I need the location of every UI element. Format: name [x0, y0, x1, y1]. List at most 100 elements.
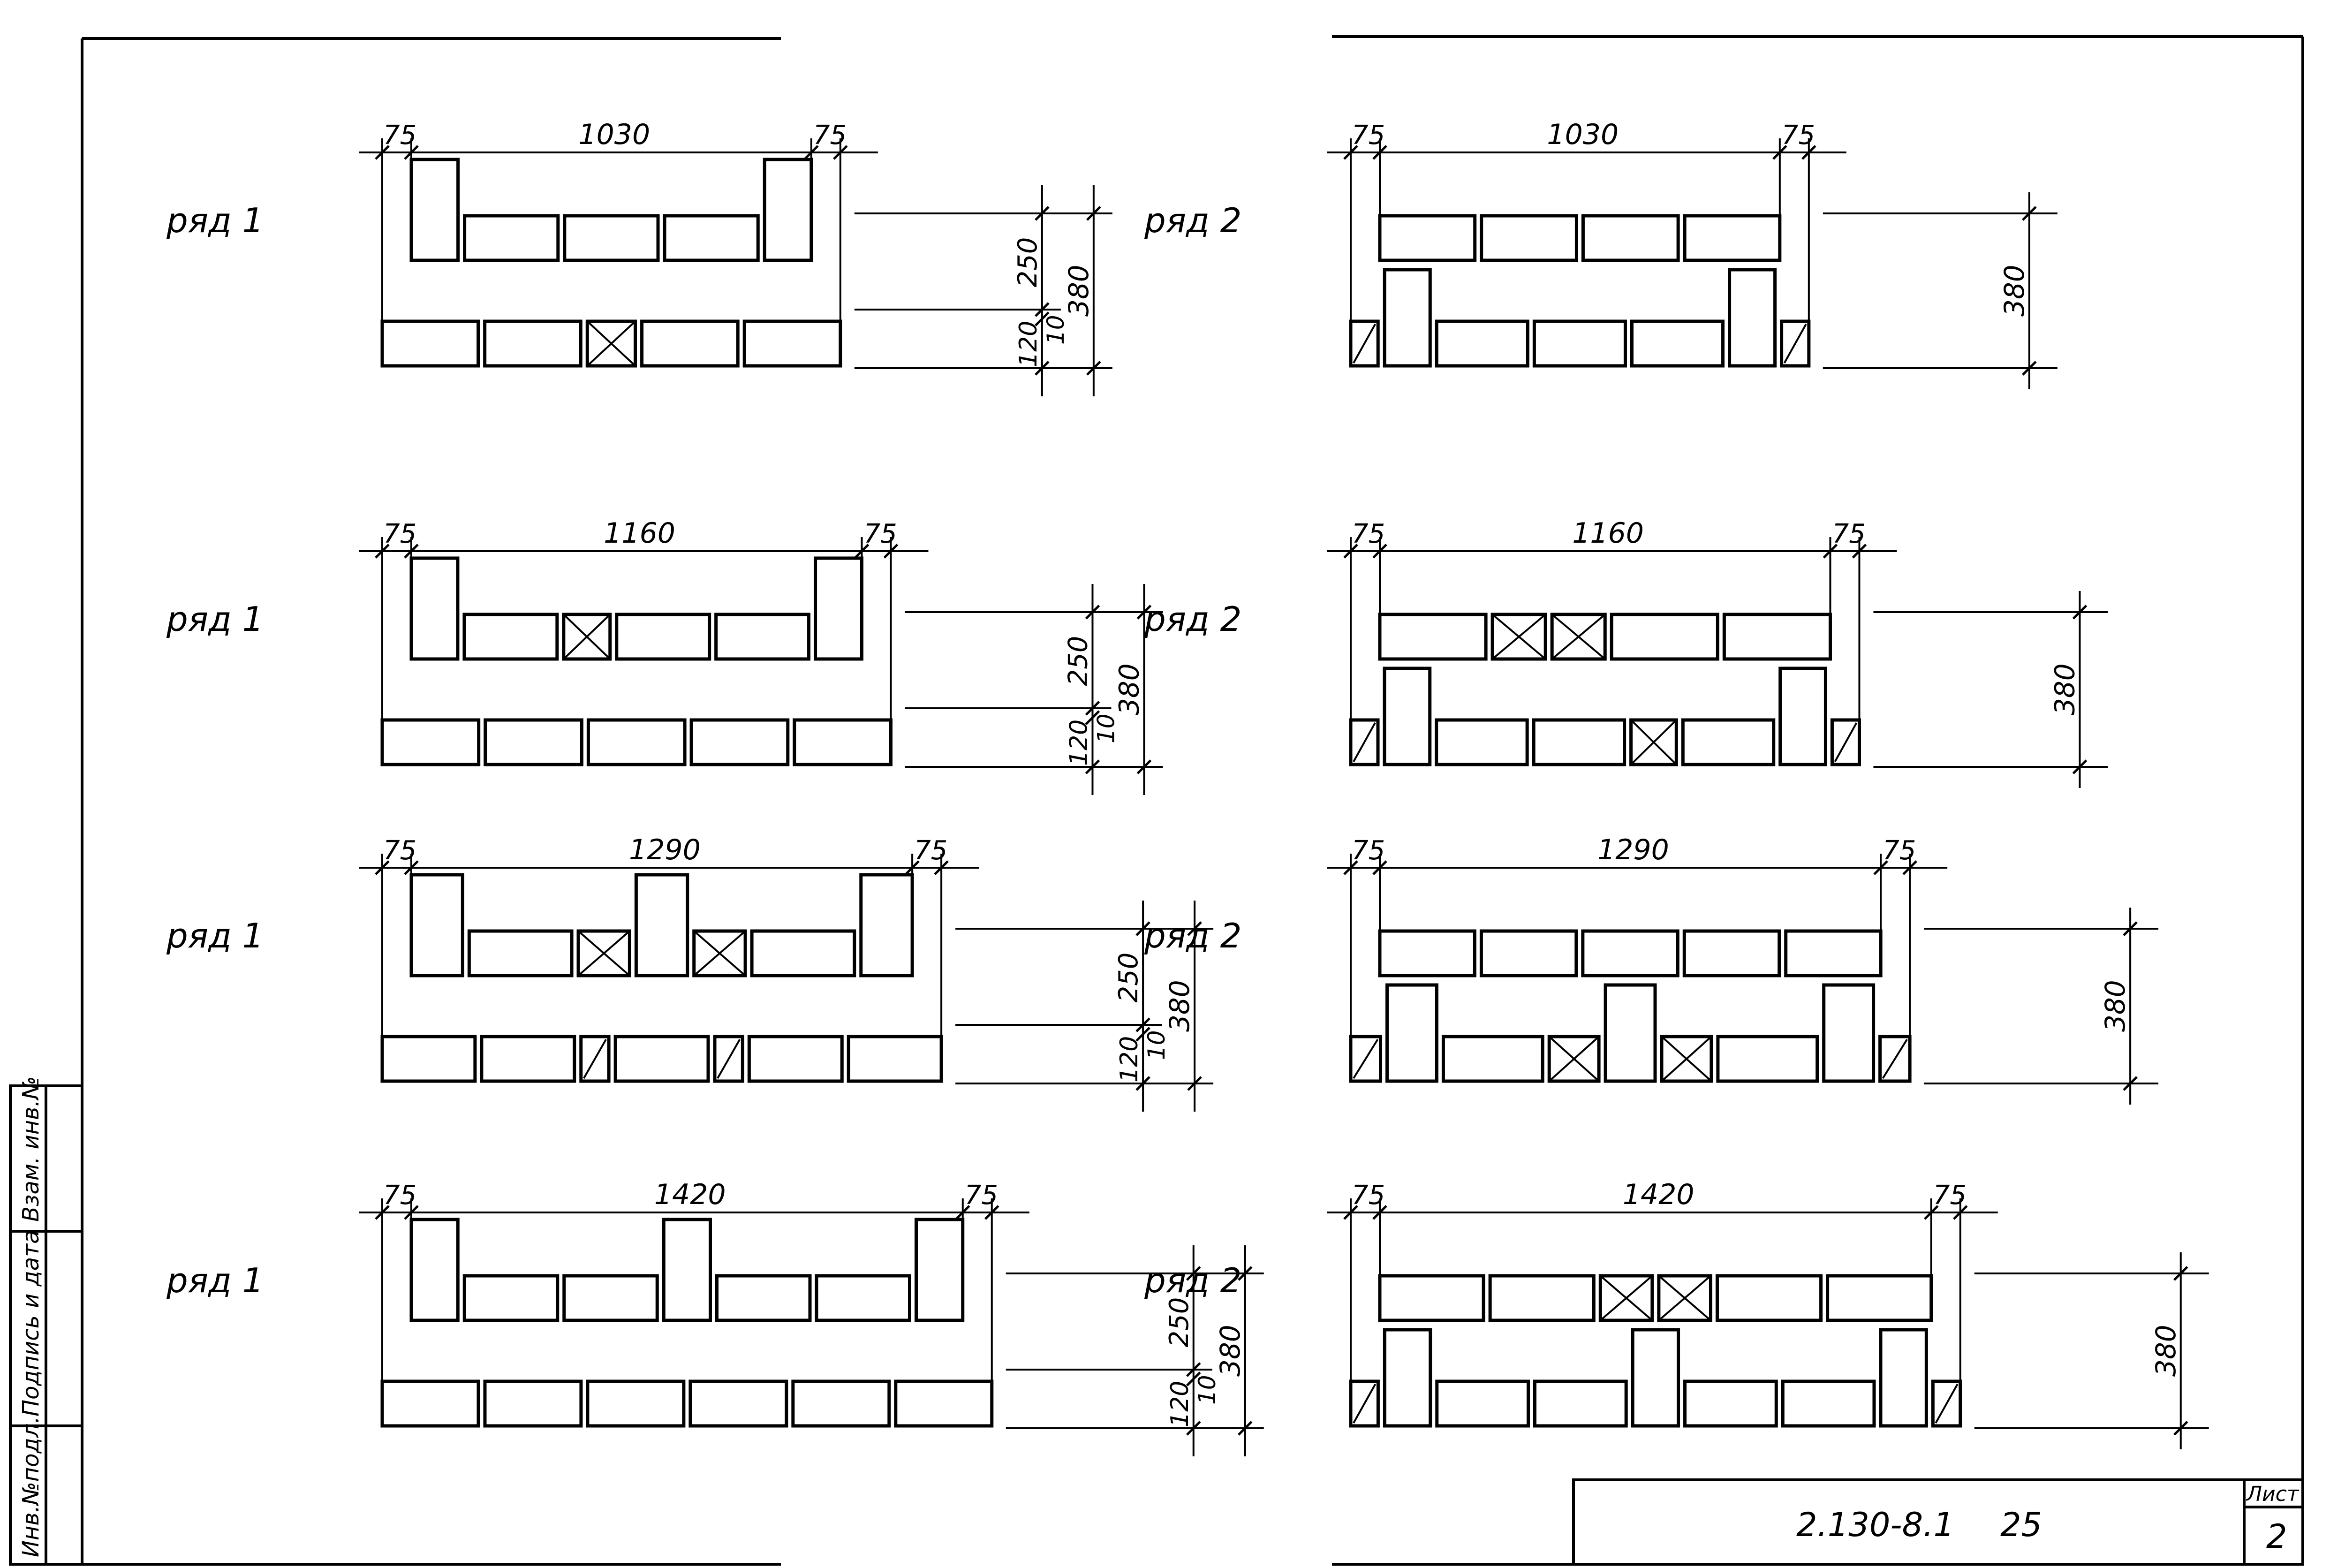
bottom-course-brick-stretcher — [480, 1035, 576, 1083]
dimension-tick — [1136, 605, 1152, 620]
row-label: ряд 1 — [166, 1261, 264, 1300]
top-course-brick-header — [662, 1218, 712, 1322]
dimension-tick — [2022, 206, 2037, 221]
stamp-cell-replace-inventory: Взам. инв.№ — [18, 1076, 44, 1222]
dimension-tick — [1237, 1266, 1253, 1281]
brick-diagonal-line — [1882, 1038, 1908, 1079]
dimension-gap: 10 — [1194, 1375, 1221, 1405]
top-course-brick-stretcher — [562, 1274, 659, 1322]
bottom-course-brick-stretcher — [1630, 319, 1725, 368]
bottom-course-brick-stretcher — [483, 1379, 583, 1428]
dimension-edge-right: 75 — [965, 1180, 998, 1211]
dimension-total: 380 — [1164, 980, 1195, 1032]
bottom-course-brick-header — [1728, 268, 1777, 368]
dimension-tick — [1135, 921, 1150, 936]
row-label: ряд 2 — [1144, 599, 1242, 639]
dimension-upper: 250 — [1063, 636, 1093, 686]
dimension-width: 1160 — [604, 517, 675, 550]
brick-diagonal-line — [1834, 722, 1858, 762]
dimension-total: 380 — [1214, 1325, 1246, 1377]
bottom-course-brick-stretcher — [586, 718, 687, 766]
top-course-brick-header — [859, 873, 914, 977]
bottom-course-brick-stretcher — [688, 1379, 788, 1428]
top-course-brick-stretcher — [714, 613, 811, 661]
top-course-brick-stretcher — [1722, 613, 1832, 661]
top-course-brick-header — [409, 556, 460, 661]
bottom-course-brick-header — [1778, 667, 1827, 766]
brick-diagonal-line — [1353, 1038, 1379, 1079]
brick-diagonal-line — [1353, 324, 1376, 364]
stamp-cell-inventory: Инв.№подл. — [18, 1416, 44, 1557]
top-course-brick-header — [915, 1218, 965, 1322]
bottom-course-brick-stretcher — [1681, 718, 1776, 766]
top-course-brick-stretcher — [1378, 1274, 1485, 1322]
bottom-course-brick-stretcher — [747, 1035, 844, 1083]
row-label: ряд 2 — [1144, 916, 1242, 955]
top-course-brick-header — [814, 556, 863, 661]
dimension-tick — [2123, 921, 2138, 936]
dimension-edge-right: 75 — [914, 835, 947, 866]
bottom-course-brick-stretcher — [613, 1035, 710, 1083]
top-course-brick-stretcher — [467, 929, 574, 977]
bottom-course-brick-stretcher — [793, 718, 893, 766]
dimension-tick — [1035, 311, 1050, 326]
dimension-tick — [1237, 1421, 1253, 1436]
top-course-brick-stretcher — [1378, 214, 1477, 262]
bottom-course-brick-header — [1383, 268, 1432, 368]
bottom-course-brick-stretcher — [640, 319, 740, 368]
dimension-total: 380 — [2150, 1325, 2182, 1377]
brick-cross-line — [1661, 1036, 1712, 1082]
side-stamp: Инв.№подл. Подпись и дата Взам. инв.№ — [9, 1076, 83, 1566]
dimension-tick — [1135, 1076, 1150, 1091]
top-course-brick-stretcher — [750, 929, 856, 977]
brick-diagonal-line — [1783, 324, 1807, 364]
dimension-tick — [2072, 759, 2088, 774]
dimension-gap: 10 — [1143, 1030, 1170, 1060]
top-course-brick-stretcher — [1480, 214, 1578, 262]
row-label: ряд 1 — [166, 201, 264, 240]
dimension-gap: 10 — [1042, 315, 1069, 345]
brick-cross-line — [1491, 614, 1546, 660]
top-course-brick-stretcher — [1683, 214, 1782, 262]
brick-cross-line — [1658, 1275, 1711, 1321]
top-course-brick-stretcher — [1784, 929, 1883, 977]
top-course-brick-header — [763, 158, 813, 262]
dimension-edge-right: 75 — [1883, 835, 1916, 866]
brick-diagonal-line — [1353, 1384, 1377, 1424]
dimension-width: 1030 — [578, 118, 650, 151]
bottom-course-brick-stretcher — [791, 1379, 891, 1428]
dimension-tick — [1186, 1266, 1201, 1281]
top-course-brick-stretcher — [615, 613, 711, 661]
row-label: ряд 1 — [166, 599, 264, 639]
dimension-tick — [2173, 1266, 2188, 1281]
bottom-course-brick-header — [1604, 983, 1657, 1083]
sheet-number: 2 — [2266, 1517, 2287, 1556]
dimension-tick — [2123, 1076, 2138, 1091]
top-course-brick-stretcher — [815, 1274, 912, 1322]
brick-cross-line — [693, 930, 746, 977]
row-label: ряд 2 — [1144, 1261, 1242, 1300]
dimension-total: 380 — [1063, 265, 1095, 317]
dimension-tick — [1085, 605, 1100, 620]
dimension-lower: 120 — [1166, 1381, 1194, 1427]
brick-cross-line — [1548, 1036, 1600, 1082]
top-course-brick-stretcher — [715, 1274, 812, 1322]
dimension-width: 1290 — [1597, 833, 1669, 866]
sheet-label: Лист — [2246, 1482, 2300, 1506]
top-course-brick-stretcher — [462, 1274, 560, 1322]
bottom-course-brick-stretcher — [380, 718, 481, 766]
bottom-course-brick-stretcher — [1435, 1379, 1530, 1428]
top-course-brick-header — [409, 873, 464, 977]
dimension-tick — [1085, 759, 1100, 774]
dimension-upper: 250 — [1113, 953, 1144, 1003]
bottom-course-brick-stretcher — [1532, 718, 1626, 766]
top-course-brick-header — [409, 158, 460, 262]
